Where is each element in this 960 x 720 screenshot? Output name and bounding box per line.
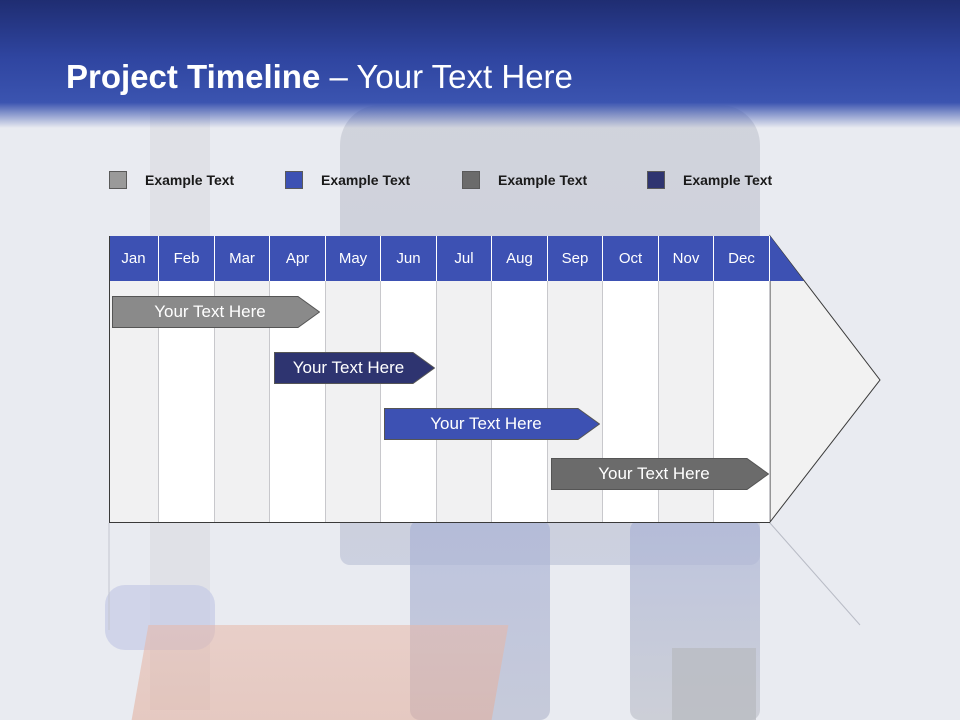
- timeline-frame-left: [109, 236, 110, 523]
- header-band: [0, 0, 960, 128]
- legend-item: Example Text: [285, 170, 410, 190]
- task-arrow[interactable]: Your Text Here: [384, 408, 600, 440]
- month-header-jun: Jun: [381, 236, 437, 281]
- task-label: Your Text Here: [430, 414, 542, 433]
- month-column-jun: [381, 281, 437, 522]
- month-column-jul: [437, 281, 492, 522]
- title-bold: Project Timeline: [66, 58, 321, 95]
- timeline-frame-bottom: [109, 522, 770, 523]
- month-header-jan: Jan: [109, 236, 159, 281]
- task-label: Your Text Here: [154, 302, 266, 321]
- task-label: Your Text Here: [598, 464, 710, 483]
- task-arrow-shape: [551, 458, 769, 490]
- legend-label: Example Text: [498, 172, 588, 188]
- month-header-aug: Aug: [492, 236, 548, 281]
- legend-swatch: [109, 171, 127, 189]
- task-label: Your Text Here: [292, 358, 405, 377]
- month-header-may: May: [326, 236, 381, 281]
- timeline-reflection: [769, 522, 861, 626]
- task-arrow-shape: [112, 296, 320, 328]
- timeline-arrow-head: [769, 234, 881, 524]
- legend-item: Example Text: [462, 170, 587, 190]
- month-header-mar: Mar: [215, 236, 270, 281]
- month-header-dec: Dec: [714, 236, 770, 281]
- timeline-header-cap: [770, 236, 804, 281]
- month-header-sep: Sep: [548, 236, 603, 281]
- month-header-apr: Apr: [270, 236, 326, 281]
- month-header-oct: Oct: [603, 236, 659, 281]
- task-arrow-shape: [274, 352, 435, 384]
- legend-label: Example Text: [683, 172, 773, 188]
- month-header-nov: Nov: [659, 236, 714, 281]
- title-subtitle: – Your Text Here: [320, 58, 573, 95]
- month-header-feb: Feb: [159, 236, 215, 281]
- legend-item: Example Text: [109, 170, 234, 190]
- legend-swatch: [285, 171, 303, 189]
- month-column-aug: [492, 281, 548, 522]
- slide-title: Project Timeline – Your Text Here: [66, 58, 573, 96]
- task-arrow[interactable]: Your Text Here: [112, 296, 320, 328]
- legend-swatch: [462, 171, 480, 189]
- legend-label: Example Text: [321, 172, 411, 188]
- legend-swatch: [647, 171, 665, 189]
- task-arrow[interactable]: Your Text Here: [551, 458, 769, 490]
- legend-item: Example Text: [647, 170, 772, 190]
- task-arrow[interactable]: Your Text Here: [274, 352, 435, 384]
- legend-label: Example Text: [145, 172, 235, 188]
- month-column-may: [326, 281, 381, 522]
- month-header-jul: Jul: [437, 236, 492, 281]
- background-boot: [672, 648, 756, 720]
- task-arrow-shape: [384, 408, 600, 440]
